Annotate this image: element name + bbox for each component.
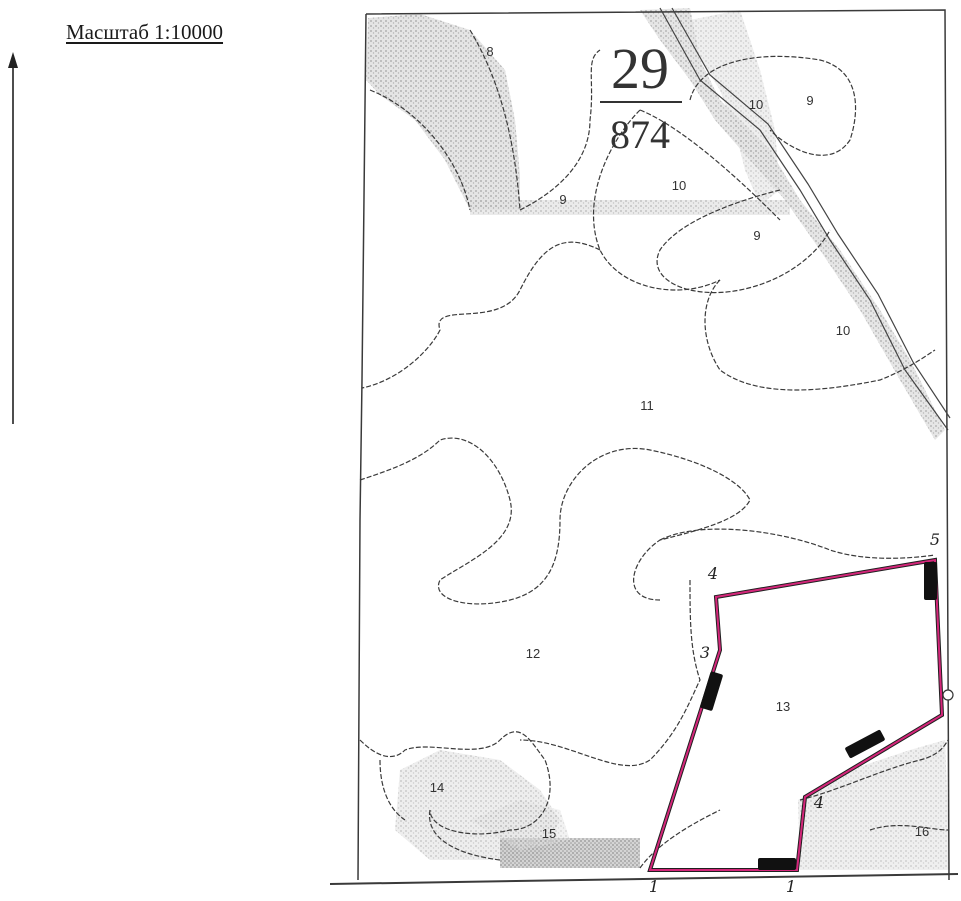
marker-ring (942, 689, 954, 701)
allotment-labels: 8 9 10 9 10 9 10 11 12 13 14 15 16 (430, 44, 929, 841)
shaded-areas (366, 8, 950, 870)
quarter-number: 29 874 (600, 36, 682, 157)
vertex-label-1b: 1 (786, 877, 796, 896)
allotment-label-15: 15 (542, 826, 556, 841)
vertex-label-5: 5 (930, 530, 940, 549)
marker-4b (845, 730, 885, 758)
scale-label: Масштаб 1:10000 (66, 20, 224, 44)
allotment-label-13: 13 (776, 699, 790, 714)
quarter-area-value: 874 (610, 112, 670, 157)
vertex-label-1a: 1 (649, 877, 659, 896)
allotment-label-12: 12 (526, 646, 540, 661)
allotment-label-9b: 9 (753, 228, 760, 243)
road (659, 7, 951, 431)
allotment-label-10c: 10 (836, 323, 850, 338)
marker-5 (924, 562, 937, 600)
vertex-label-4a: 4 (707, 564, 718, 583)
vertex-label-4b: 4 (813, 793, 824, 812)
allotment-label-10a: 10 (672, 178, 686, 193)
allotment-label-8: 8 (486, 44, 493, 59)
vertex-label-3: 3 (700, 643, 710, 662)
allotment-label-9c: 9 (806, 93, 813, 108)
allotment-label-11: 11 (640, 398, 654, 413)
allotment-contours (359, 29, 949, 869)
allotment-label-9a: 9 (559, 192, 566, 207)
boundary-markers (700, 562, 954, 870)
allotment-label-10b: 10 (749, 97, 763, 112)
marker-1 (758, 858, 796, 870)
marker-3 (700, 671, 723, 711)
quarter-frame (329, 9, 959, 885)
quarter-number-value: 29 (611, 36, 669, 101)
allotment-label-16: 16 (915, 824, 929, 839)
parcel-boundary (647, 557, 945, 872)
allotment-label-14: 14 (430, 780, 444, 795)
north-arrow-icon (8, 52, 18, 424)
vertex-labels: 1 1 4 3 4 5 (649, 530, 940, 896)
